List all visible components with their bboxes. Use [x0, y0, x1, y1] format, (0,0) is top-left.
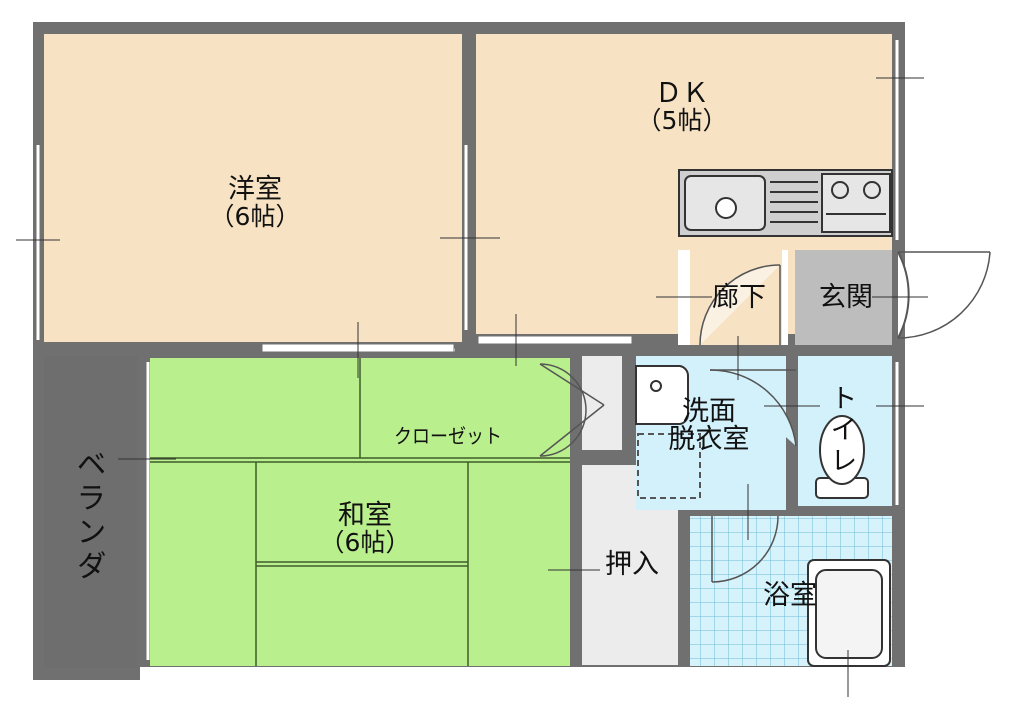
veranda-floor	[44, 356, 138, 668]
room-western: 洋室 （6帖）	[205, 174, 305, 232]
room-toilet: トイレ	[825, 384, 857, 477]
kitchen-counter	[678, 169, 893, 237]
room-western-name: 洋室	[228, 174, 282, 205]
dimension-lines	[16, 77, 928, 697]
room-bath: 浴室	[763, 580, 817, 611]
toilet-fixture	[815, 415, 869, 499]
room-washroom-line1: 洗面	[682, 396, 736, 427]
door-swings	[539, 251, 991, 583]
room-storage: 押入	[605, 549, 659, 580]
room-dk-name: ＤＫ	[655, 78, 709, 109]
room-washroom: 洗面 脱衣室	[654, 396, 764, 456]
tatami-lines	[150, 358, 570, 666]
room-dk: ＤＫ （5帖）	[627, 78, 737, 136]
washbasin	[635, 365, 690, 425]
room-washroom-line2: 脱衣室	[668, 424, 750, 456]
room-western-size: （6帖）	[209, 202, 301, 232]
room-entrance: 玄関	[819, 282, 873, 313]
room-hallway: 廊下	[712, 282, 766, 313]
room-japanese: 和室 （6帖）	[310, 500, 420, 558]
room-closet: クローゼット	[394, 424, 502, 448]
room-japanese-name: 和室	[338, 500, 392, 531]
room-japanese-size: （6帖）	[319, 528, 411, 558]
washer-space	[637, 433, 701, 499]
room-veranda: ベランダ	[70, 448, 106, 584]
bathtub	[807, 559, 891, 667]
western-room-floor	[44, 34, 462, 342]
room-dk-size: （5帖）	[636, 106, 728, 136]
